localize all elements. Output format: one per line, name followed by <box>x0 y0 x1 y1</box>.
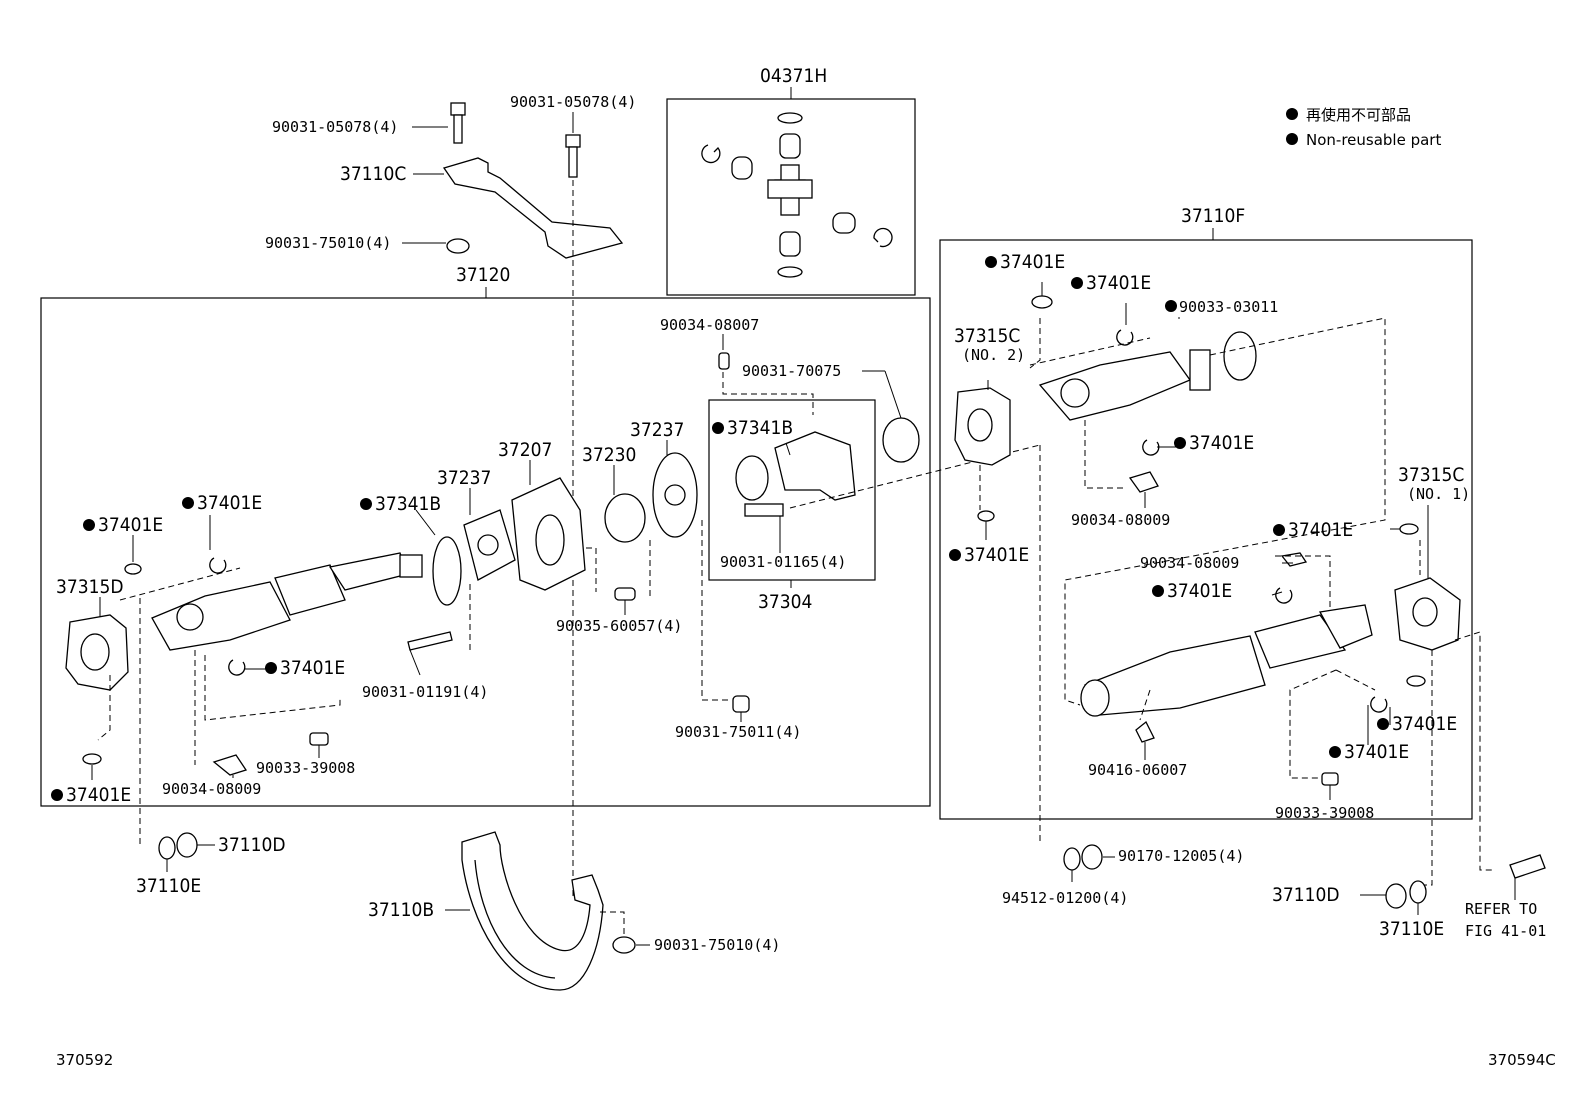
label-spider-d: 37401E <box>66 784 131 806</box>
label-plate-207: 37207 <box>498 439 552 461</box>
label-plug-39008-right: 90033-39008 <box>1275 804 1374 822</box>
non-reusable-dot-icon <box>1165 300 1177 312</box>
label-spider-k: 37401E <box>1167 580 1232 602</box>
part-labels: 90031-05078(4) 90031-05078(4) 37110C 900… <box>56 93 1546 954</box>
label-grease-1: 90034-08007 <box>660 316 759 334</box>
label-bearing-230: 37230 <box>582 444 636 466</box>
label-seal-03011: 90033-03011 <box>1179 298 1278 316</box>
center-bearing-parts <box>718 352 920 517</box>
non-reusable-dot-icon <box>265 662 277 674</box>
label-spider-b: 37401E <box>98 514 163 536</box>
front-propeller-shaft <box>65 452 750 776</box>
non-reusable-dot-icon <box>182 497 194 509</box>
label-refer-fig: FIG 41-01 <box>1465 922 1546 940</box>
non-reusable-dot-icon <box>1377 718 1389 730</box>
label-spider-m: 37401E <box>1344 741 1409 763</box>
label-nut-75011: 90031-75011(4) <box>675 723 801 741</box>
label-spider-h: 37401E <box>1189 432 1254 454</box>
label-plug-39008-left: 90033-39008 <box>256 759 355 777</box>
label-spider-g: 37401E <box>1086 272 1151 294</box>
rear-propeller-shaft <box>954 295 1461 786</box>
lower-bracket-37110b <box>461 831 636 991</box>
label-pin-60057: 90035-60057(4) <box>556 617 682 635</box>
non-reusable-dot-icon <box>1071 277 1083 289</box>
non-reusable-dot-icon <box>985 256 997 268</box>
non-reusable-dot-icon <box>360 498 372 510</box>
label-bracket-top: 37110C <box>340 163 406 185</box>
group-label-ujoint-kit: 04371H <box>760 65 827 87</box>
non-reusable-dot-icon <box>1273 524 1285 536</box>
label-spider-c: 37401E <box>280 657 345 679</box>
label-bolt-top-mid: 90031-05078(4) <box>510 93 636 111</box>
label-bolt-01191: 90031-01191(4) <box>362 683 488 701</box>
label-cushion-237-right: 37237 <box>630 419 684 441</box>
non-reusable-dot-icon <box>83 519 95 531</box>
label-nut-12005: 90170-12005(4) <box>1118 847 1244 865</box>
group-label-rear-shaft: 37110F <box>1181 205 1245 227</box>
label-grease-08009-right1: 90034-08009 <box>1071 511 1170 529</box>
rear-shaft-box <box>939 239 1473 820</box>
non-reusable-dot-icon <box>1174 437 1186 449</box>
non-reusable-dot-icon <box>1286 108 1298 120</box>
label-nut-top: 90031-75010(4) <box>265 234 391 252</box>
label-grease-06007: 90416-06007 <box>1088 761 1187 779</box>
legend-english: Non-reusable part <box>1306 131 1441 149</box>
label-washer-110e-right: 37110E <box>1379 918 1444 940</box>
non-reusable-dot-icon <box>949 549 961 561</box>
label-bolt-top-left: 90031-05078(4) <box>272 118 398 136</box>
label-washer-110e-left: 37110E <box>136 875 201 897</box>
label-bracket-110b: 37110B <box>368 899 434 921</box>
footer-code-left: 370592 <box>56 1051 113 1069</box>
non-reusable-dot-icon <box>1286 133 1298 145</box>
label-seal-341b-left: 37341B <box>375 493 441 515</box>
label-bolt-70075: 90031-70075 <box>742 362 841 380</box>
legend-japanese: 再使用不可部品 <box>1306 106 1411 124</box>
ujoint-kit-parts <box>701 112 893 278</box>
label-leaders <box>91 112 1516 946</box>
label-grease-08009-left: 90034-08009 <box>162 780 261 798</box>
label-nut-75010-bottom: 90031-75010(4) <box>654 936 780 954</box>
label-cushion-237-left: 37237 <box>437 467 491 489</box>
label-refer-to: REFER TO <box>1465 900 1537 918</box>
label-spider-f: 37401E <box>1000 251 1065 273</box>
label-flange-315c-no1-sub: (NO. 1) <box>1407 485 1470 503</box>
label-bearing-341b-right: 37341B <box>727 417 793 439</box>
group-label-front-shaft: 37120 <box>456 264 510 286</box>
non-reusable-dot-icon <box>712 422 724 434</box>
non-reusable-markers <box>51 256 1389 801</box>
non-reusable-dot-icon <box>1329 746 1341 758</box>
label-spider-l: 37401E <box>1392 713 1457 735</box>
label-flange-315d: 37315D <box>56 576 124 598</box>
label-bolt-01165: 90031-01165(4) <box>720 553 846 571</box>
label-flange-315c-no1: 37315C <box>1398 464 1464 486</box>
label-flange-315c-no2-sub: (NO. 2) <box>962 346 1025 364</box>
label-spider-a: 37401E <box>197 492 262 514</box>
label-spider-i: 37401E <box>964 544 1029 566</box>
label-grease-08009-right2: 90034-08009 <box>1140 554 1239 572</box>
label-washer-01200: 94512-01200(4) <box>1002 889 1128 907</box>
label-flange-315c-no2: 37315C <box>954 325 1020 347</box>
non-reusable-dot-icon <box>51 789 63 801</box>
center-bearing-box <box>708 399 876 581</box>
label-washer-110d-left: 37110D <box>218 834 286 856</box>
group-label-center-bearing: 37304 <box>758 591 812 613</box>
label-spider-j: 37401E <box>1288 519 1353 541</box>
non-reusable-dot-icon <box>1152 585 1164 597</box>
footer-code-right: 370594C <box>1488 1051 1556 1069</box>
label-washer-110d-right: 37110D <box>1272 884 1340 906</box>
center-bracket-37110c <box>442 102 624 259</box>
